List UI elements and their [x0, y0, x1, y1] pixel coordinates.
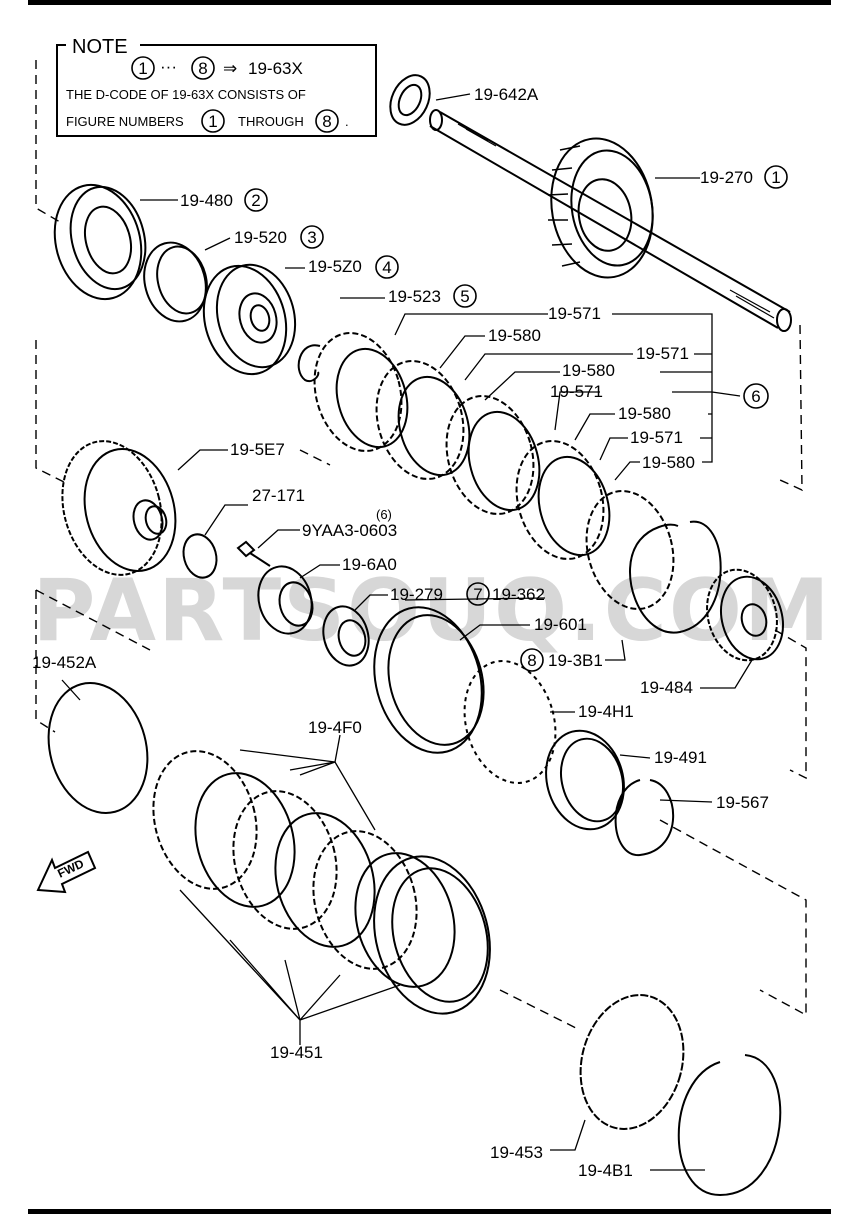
label-19-5z0: 19-5Z0 — [308, 257, 362, 276]
bottom-border — [28, 1209, 831, 1214]
label-19-4h1: 19-4H1 — [578, 702, 634, 721]
label-19-480: 19-480 — [180, 191, 233, 210]
label-19-520-num: 3 — [307, 228, 316, 247]
label-19-453: 19-453 — [490, 1143, 543, 1162]
part-19-270 — [429, 109, 792, 332]
part-19-567 — [614, 779, 675, 857]
note-arrow: ⇒ — [223, 59, 237, 78]
note-line3-n1: 1 — [208, 112, 217, 131]
label-19-5z0-num: 4 — [382, 258, 391, 277]
part-19-5e7 — [61, 440, 177, 576]
label-19-270: 19-270 — [700, 168, 753, 187]
note-box: NOTE 1 ··· 8 ⇒ 19-63X THE D-CODE OF 19-6… — [56, 36, 377, 137]
note-line3-end: . — [345, 114, 349, 129]
label-19-571-c: 19-571 — [550, 382, 603, 401]
label-19-571-d: 19-571 — [630, 428, 683, 447]
note-line2: THE D-CODE OF 19-63X CONSISTS OF — [66, 87, 306, 102]
label-19-270-num: 1 — [771, 168, 780, 187]
part-19-5z0 — [202, 263, 297, 376]
label-27-171: 27-171 — [252, 486, 305, 505]
label-19-642a: 19-642A — [474, 85, 539, 104]
note-line3-a: FIGURE NUMBERS — [66, 114, 184, 129]
clutch-pack-upper — [313, 332, 675, 610]
label-19-451: 19-451 — [270, 1043, 323, 1062]
note-line3-b: THROUGH — [238, 114, 304, 129]
label-19-580-d: 19-580 — [642, 453, 695, 472]
part-19-6a0 — [257, 565, 314, 635]
part-labels: 19-642A 19-270 1 19-480 2 19-520 3 19-5Z… — [32, 85, 788, 1180]
top-border — [28, 0, 831, 5]
label-19-580-c: 19-580 — [618, 404, 671, 423]
label-19-520: 19-520 — [234, 228, 287, 247]
part-19-484 — [706, 568, 784, 662]
label-19-580-b: 19-580 — [562, 361, 615, 380]
part-19-4b1 — [677, 1054, 782, 1197]
clutch-pack-lower — [152, 750, 491, 1015]
label-bolt: 9YAA3-0603 — [302, 521, 397, 540]
label-bolt-qty: (6) — [376, 507, 392, 522]
label-19-6a0: 19-6A0 — [342, 555, 397, 574]
label-group-6-num: 6 — [751, 387, 760, 406]
part-19-491 — [545, 729, 625, 831]
label-19-362-num: 7 — [473, 585, 482, 604]
label-19-279: 19-279 — [390, 585, 443, 604]
part-19-279 — [322, 605, 370, 667]
label-19-601: 19-601 — [534, 615, 587, 634]
note-range-end: 8 — [198, 59, 207, 78]
dashed-guides — [35, 60, 807, 1031]
part-19-453 — [579, 994, 685, 1130]
label-19-3b1-num: 8 — [527, 651, 536, 670]
label-19-580-a: 19-580 — [488, 326, 541, 345]
part-19-3b1 — [629, 520, 722, 634]
part-19-642a — [389, 74, 431, 126]
part-19-520 — [143, 241, 208, 323]
part-19-452a — [47, 682, 149, 814]
label-19-484: 19-484 — [640, 678, 693, 697]
part-19-523 — [297, 344, 321, 382]
part-19-480 — [53, 183, 147, 301]
label-19-4f0: 19-4F0 — [308, 718, 362, 737]
label-19-523: 19-523 — [388, 287, 441, 306]
label-19-4b1: 19-4B1 — [578, 1161, 633, 1180]
label-19-571-a: 19-571 — [548, 304, 601, 323]
note-range-start: 1 — [138, 59, 147, 78]
part-19-601 — [373, 606, 485, 754]
note-title: NOTE — [72, 36, 128, 58]
note-line3-n2: 8 — [322, 112, 331, 131]
label-19-523-num: 5 — [460, 287, 469, 306]
part-27-171 — [182, 533, 218, 579]
part-19-4h1 — [463, 660, 557, 784]
label-19-452a: 19-452A — [32, 653, 97, 672]
label-19-5e7: 19-5E7 — [230, 440, 285, 459]
label-19-480-num: 2 — [251, 191, 260, 210]
part-bolt — [236, 540, 271, 567]
fwd-arrow-icon: FWD — [36, 850, 97, 894]
note-range-sep: ··· — [160, 57, 177, 76]
label-19-571-b: 19-571 — [636, 344, 689, 363]
label-19-362: 19-362 — [492, 585, 545, 604]
watermark: PARTSOUQ.COM — [32, 561, 831, 661]
label-19-567: 19-567 — [716, 793, 769, 812]
label-19-491: 19-491 — [654, 748, 707, 767]
leader-lines — [61, 93, 753, 1171]
label-19-3b1: 19-3B1 — [548, 651, 603, 670]
note-target: 19-63X — [248, 59, 303, 78]
